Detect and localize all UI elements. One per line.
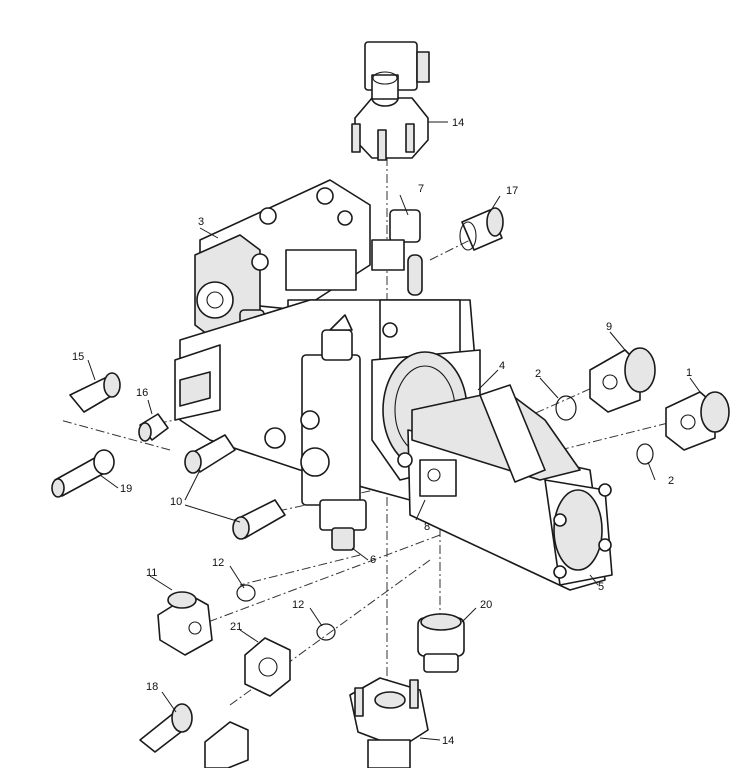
callout-3: 3 bbox=[198, 216, 204, 228]
part-9-end-cover bbox=[589, 347, 656, 413]
callout-20: 20 bbox=[480, 599, 492, 611]
callout-19: 19 bbox=[120, 483, 132, 495]
callout-14-bottom: 14 bbox=[442, 735, 454, 747]
part-3-control-housing bbox=[194, 179, 371, 341]
callout-7: 7 bbox=[418, 183, 424, 195]
callout-6: 6 bbox=[370, 554, 376, 566]
leader-lines bbox=[87, 121, 701, 741]
part-12-oring-a bbox=[236, 584, 256, 602]
part-14-top-flange bbox=[351, 41, 430, 161]
part-15-fitting bbox=[69, 372, 121, 413]
callout-14-top: 14 bbox=[452, 117, 464, 129]
part-10-elbow-b bbox=[232, 499, 286, 540]
part-2-oring-a bbox=[555, 395, 577, 421]
callout-2-b: 2 bbox=[668, 475, 674, 487]
callout-12-b: 12 bbox=[292, 599, 304, 611]
part-12-oring-b bbox=[316, 623, 336, 641]
part-17-fitting bbox=[459, 207, 504, 251]
callout-10: 10 bbox=[170, 496, 182, 508]
callout-15: 15 bbox=[72, 351, 84, 363]
part-14-bottom-flange bbox=[349, 677, 429, 768]
callout-21: 21 bbox=[230, 621, 242, 633]
part-11-block-fitting bbox=[157, 591, 213, 656]
callout-11: 11 bbox=[146, 567, 157, 579]
callout-1: 1 bbox=[686, 367, 692, 379]
part-4-gear-pump bbox=[397, 384, 613, 591]
callout-9: 9 bbox=[606, 321, 612, 333]
callouts: 14 3 7 17 4 9 1 2 2 15 16 19 10 11 12 12… bbox=[72, 117, 692, 747]
part-7-valve bbox=[371, 209, 423, 296]
part-2-oring-b bbox=[636, 443, 654, 465]
callout-12-a: 12 bbox=[212, 557, 224, 569]
part-16-plug bbox=[138, 413, 169, 442]
part-19-tube bbox=[51, 449, 115, 498]
callout-18: 18 bbox=[146, 681, 158, 693]
part-10-elbow-a bbox=[184, 434, 236, 474]
part-6-spool-valve bbox=[264, 314, 367, 551]
callout-8: 8 bbox=[424, 521, 430, 533]
part-18-fitting bbox=[139, 703, 249, 768]
callout-2-a: 2 bbox=[535, 368, 541, 380]
part-21-flange bbox=[244, 637, 291, 697]
callout-16: 16 bbox=[136, 387, 148, 399]
callout-17: 17 bbox=[506, 185, 518, 197]
part-1-end-cover bbox=[665, 391, 730, 451]
callout-4: 4 bbox=[499, 360, 505, 372]
part-20-plug bbox=[417, 613, 465, 673]
callout-5: 5 bbox=[598, 581, 604, 593]
